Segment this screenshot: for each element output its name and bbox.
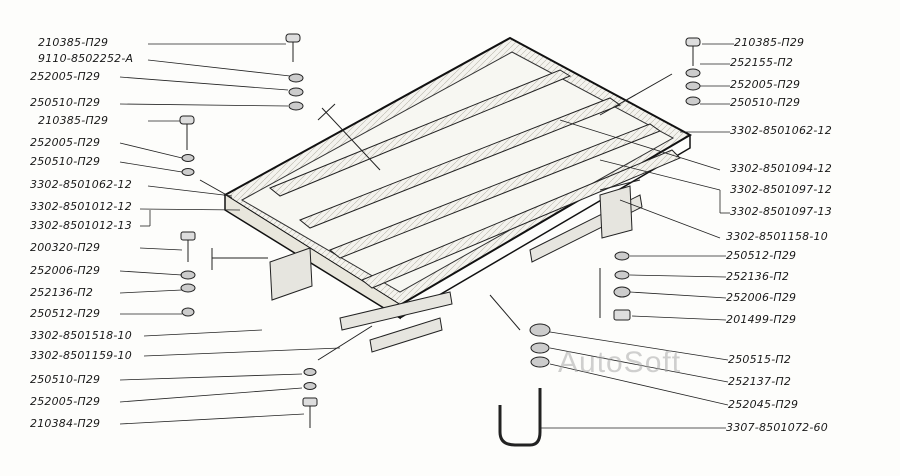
plank-3 [329, 123, 662, 259]
rail-mid [339, 291, 453, 331]
callout-label: 200320-П29 [30, 241, 101, 254]
callout-label: 3302-8501094-12 [730, 162, 832, 175]
u-bolt-assembly [498, 323, 551, 447]
callout-label: 3302-8501097-12 [730, 183, 832, 196]
callout-label: 250510-П29 [30, 96, 101, 109]
bolt-mid-left [179, 115, 195, 176]
callout-label: 3302-8501158-10 [726, 230, 828, 243]
callout-label: 210385-П29 [734, 36, 805, 49]
callout-label: 250512-П29 [726, 249, 797, 262]
callout-label: 250510-П29 [30, 373, 101, 386]
callout-label: 252005-П29 [30, 70, 101, 83]
callout-label: 3302-8501518-10 [30, 329, 132, 342]
plank-2 [299, 97, 622, 229]
bolt-top-left [285, 33, 304, 111]
callout-label: 252005-П29 [30, 395, 101, 408]
callout-label: 252136-П2 [726, 270, 790, 283]
callout-label: 210385-П29 [38, 114, 109, 127]
callout-label: 252005-П29 [730, 78, 801, 91]
callout-label: 3302-8501012-12 [30, 200, 132, 213]
callout-label: 3307-8501072-60 [726, 421, 828, 434]
rail-bottom [369, 317, 443, 353]
callout-label: 3302-8501097-13 [730, 205, 832, 218]
right-leader-lines [540, 43, 734, 429]
callout-label: 9110-8502252-А [38, 52, 134, 65]
callout-label: 3302-8501159-10 [30, 349, 132, 362]
callout-label: 252006-П29 [726, 291, 797, 304]
plank-1 [269, 69, 572, 197]
callout-label: 210385-П29 [38, 36, 109, 49]
callout-label: 210384-П29 [30, 417, 101, 430]
callout-label: 252006-П29 [30, 264, 101, 277]
callout-label: 252045-П29 [728, 398, 799, 411]
plank-4 [361, 149, 681, 289]
bolt-right-mid [613, 251, 631, 321]
callout-label: 252137-П2 [728, 375, 792, 388]
rail-front [269, 247, 313, 301]
rail-rear-2 [599, 185, 633, 239]
bolt-low-left [180, 231, 196, 317]
callout-label: 252005-П29 [30, 136, 101, 149]
left-leader-lines [119, 43, 341, 425]
callout-label: 3302-8501062-12 [30, 178, 132, 191]
bolt-top-right [685, 37, 701, 106]
callout-label: 252155-П2 [730, 56, 794, 69]
callout-label: 3302-8501062-12 [730, 124, 832, 137]
bolt-bottom-left [302, 368, 318, 428]
callout-label: 250515-П2 [728, 353, 792, 366]
callout-label: 250512-П29 [30, 307, 101, 320]
platform-floor [240, 51, 675, 293]
callout-label: 250510-П29 [30, 155, 101, 168]
watermark: AutoSoft [558, 346, 682, 379]
callout-label: 3302-8501012-13 [30, 219, 132, 232]
callout-label: 252136-П2 [30, 286, 94, 299]
callout-label: 201499-П29 [726, 313, 797, 326]
callout-label: 250510-П29 [730, 96, 801, 109]
